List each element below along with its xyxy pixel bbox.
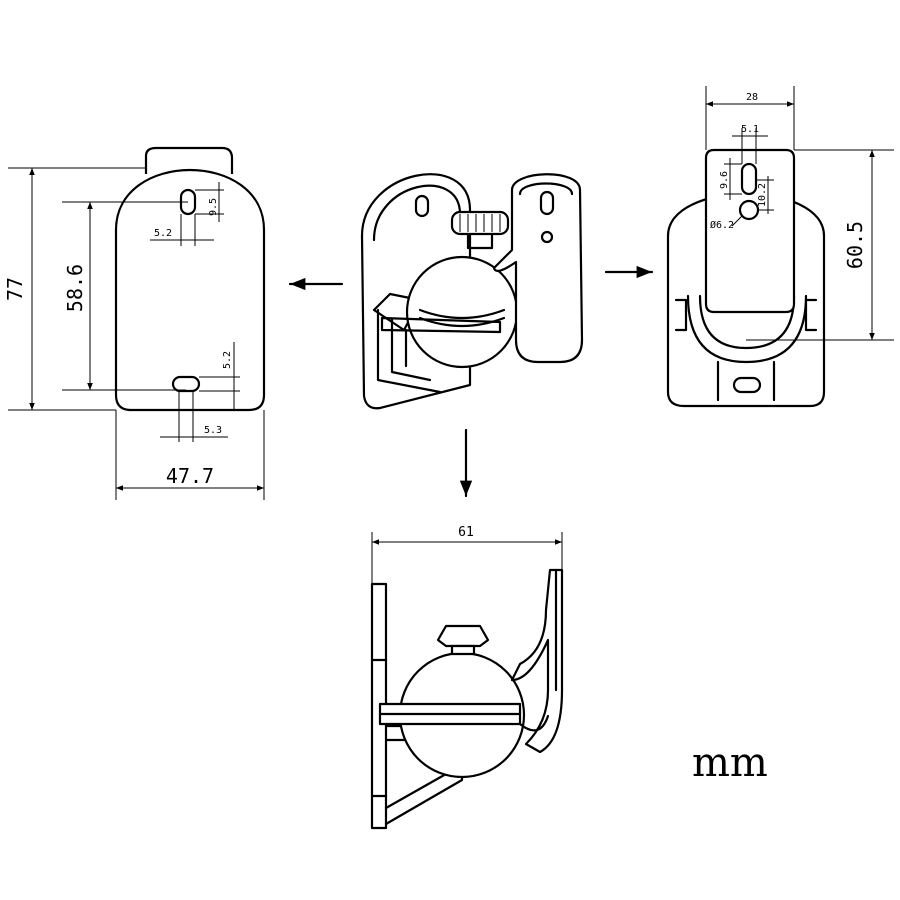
dim-9-6-label: 9.6 (719, 171, 730, 189)
dim-dia-6-2-label: Ø6.2 (710, 219, 734, 231)
dim-9-5-label: 9.5 (208, 198, 219, 216)
dim-5-2-bottom-label: 5.2 (222, 351, 233, 369)
dim-5-2-top-label: 5.2 (154, 228, 172, 239)
dim-5-1-label: 5.1 (741, 124, 759, 135)
dim-28-label: 28 (746, 92, 758, 103)
dim-47-7-label: 47.7 (166, 464, 214, 488)
dim-58-6-label: 58.6 (63, 264, 87, 312)
dim-77-label: 77 (3, 277, 27, 301)
front-view: 28 5.1 9.6 10.2 Ø6.2 60.5 (666, 86, 894, 408)
rear-plate-outline (114, 168, 266, 412)
rear-bottom-slot (171, 375, 201, 393)
dim-60-5-label: 60.5 (843, 221, 867, 269)
dim-61-label: 61 (458, 525, 474, 540)
iso-tension-knob (450, 210, 510, 236)
isometric-view (360, 173, 584, 410)
dim-5-3-label: 5.3 (204, 425, 222, 436)
front-speaker-plate (704, 148, 796, 314)
dim-10-2-label: 10.2 (757, 183, 768, 207)
rear-view: 77 58.6 9.5 5.2 5.2 5.3 47.7 (3, 146, 266, 500)
rear-top-tab (144, 146, 234, 174)
side-speaker-plate (510, 568, 564, 754)
side-view: 61 mm (370, 525, 768, 830)
iso-speaker-plate (492, 173, 584, 364)
front-hole (738, 199, 760, 221)
front-slot (740, 162, 758, 196)
side-tension-knob (436, 624, 490, 648)
units-label: mm (692, 740, 768, 786)
